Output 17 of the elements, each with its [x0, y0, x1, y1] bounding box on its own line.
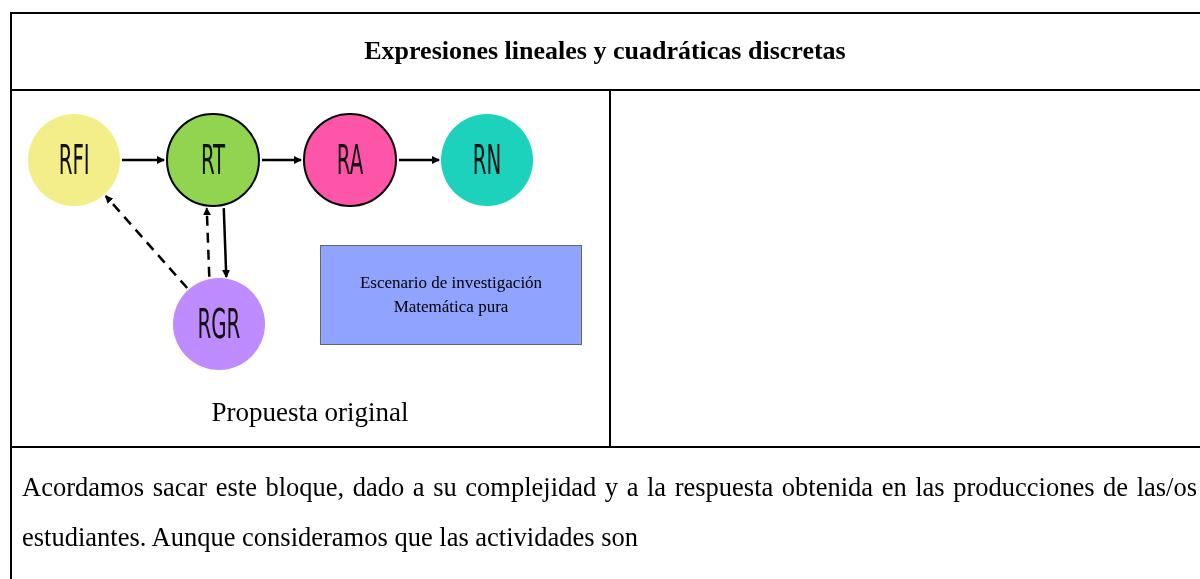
circle-node: RFI: [28, 114, 120, 206]
arrow: [104, 195, 189, 289]
body-paragraph: Acordamos sacar este bloque, dado a su complejidad y a la respuesta obtenida en las producciones de las/os estudiantes. Aunque consideramos que las actividades son: [22, 471, 1197, 554]
circle-node: RGR: [173, 278, 265, 370]
circle-node: RN: [441, 114, 533, 206]
figure-caption: Propuesta original: [210, 397, 410, 428]
box-text: Matemática pura: [393, 296, 509, 318]
arrow: [222, 208, 230, 278]
arrow: [122, 156, 165, 164]
circle-node: RT: [166, 113, 260, 207]
arrow: [203, 207, 211, 277]
arrow: [262, 156, 302, 164]
box-text: Escenario de investigación: [359, 272, 543, 294]
circle-node: RA: [303, 113, 397, 207]
scenario-box: [320, 245, 582, 345]
table-title: Expresiones lineales y cuadráticas discretas: [363, 36, 847, 66]
arrow: [399, 156, 440, 164]
